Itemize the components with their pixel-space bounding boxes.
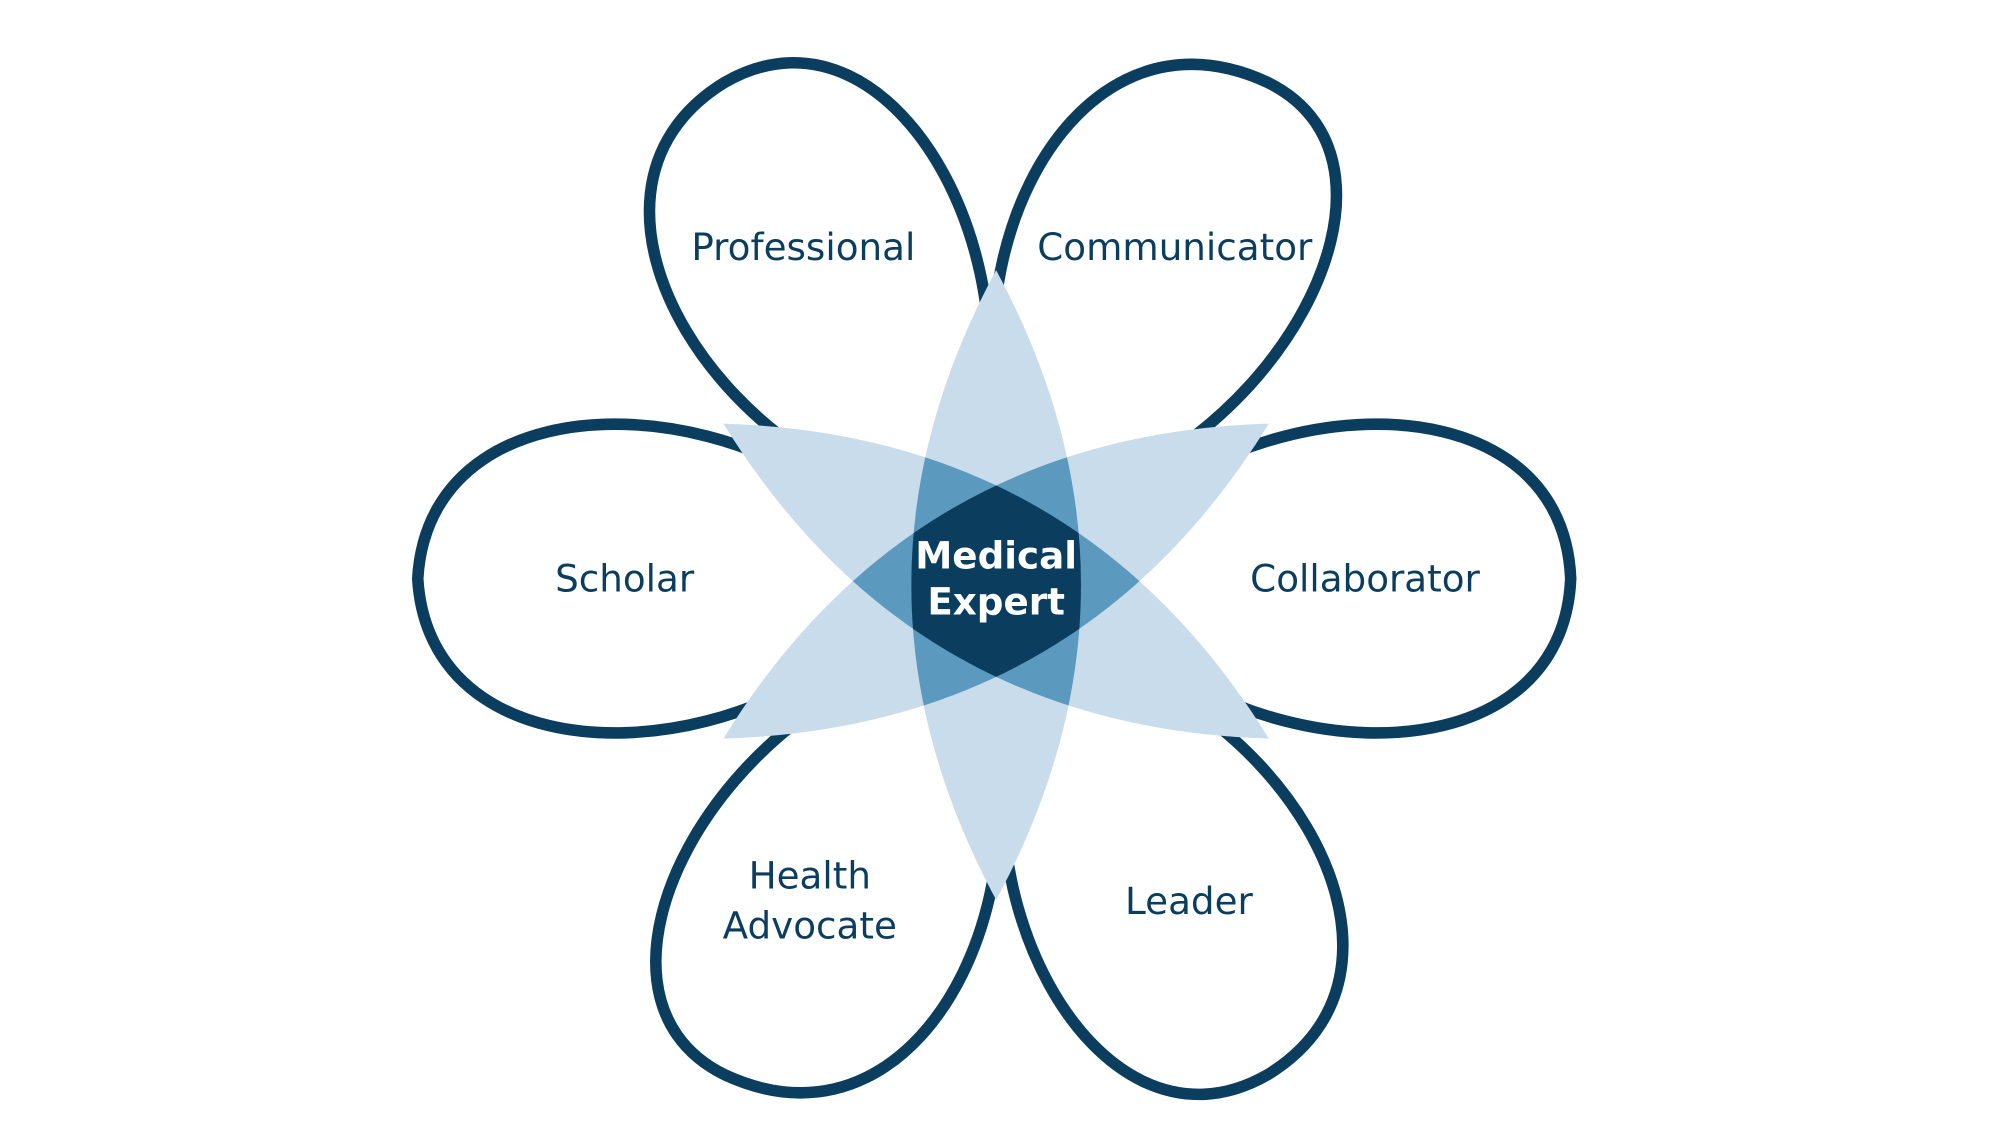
label-leader: Leader — [1125, 879, 1253, 923]
label-health-advocate-line1: Health — [749, 853, 871, 897]
center-label-line1: Medical — [915, 533, 1077, 577]
label-scholar: Scholar — [555, 556, 695, 600]
label-health-advocate-line2: Advocate — [723, 903, 897, 947]
label-professional: Professional — [691, 225, 915, 269]
label-collaborator: Collaborator — [1250, 556, 1480, 600]
petal-professional — [643, 56, 996, 517]
label-communicator: Communicator — [1037, 225, 1313, 269]
center-label-line2: Expert — [927, 580, 1065, 624]
